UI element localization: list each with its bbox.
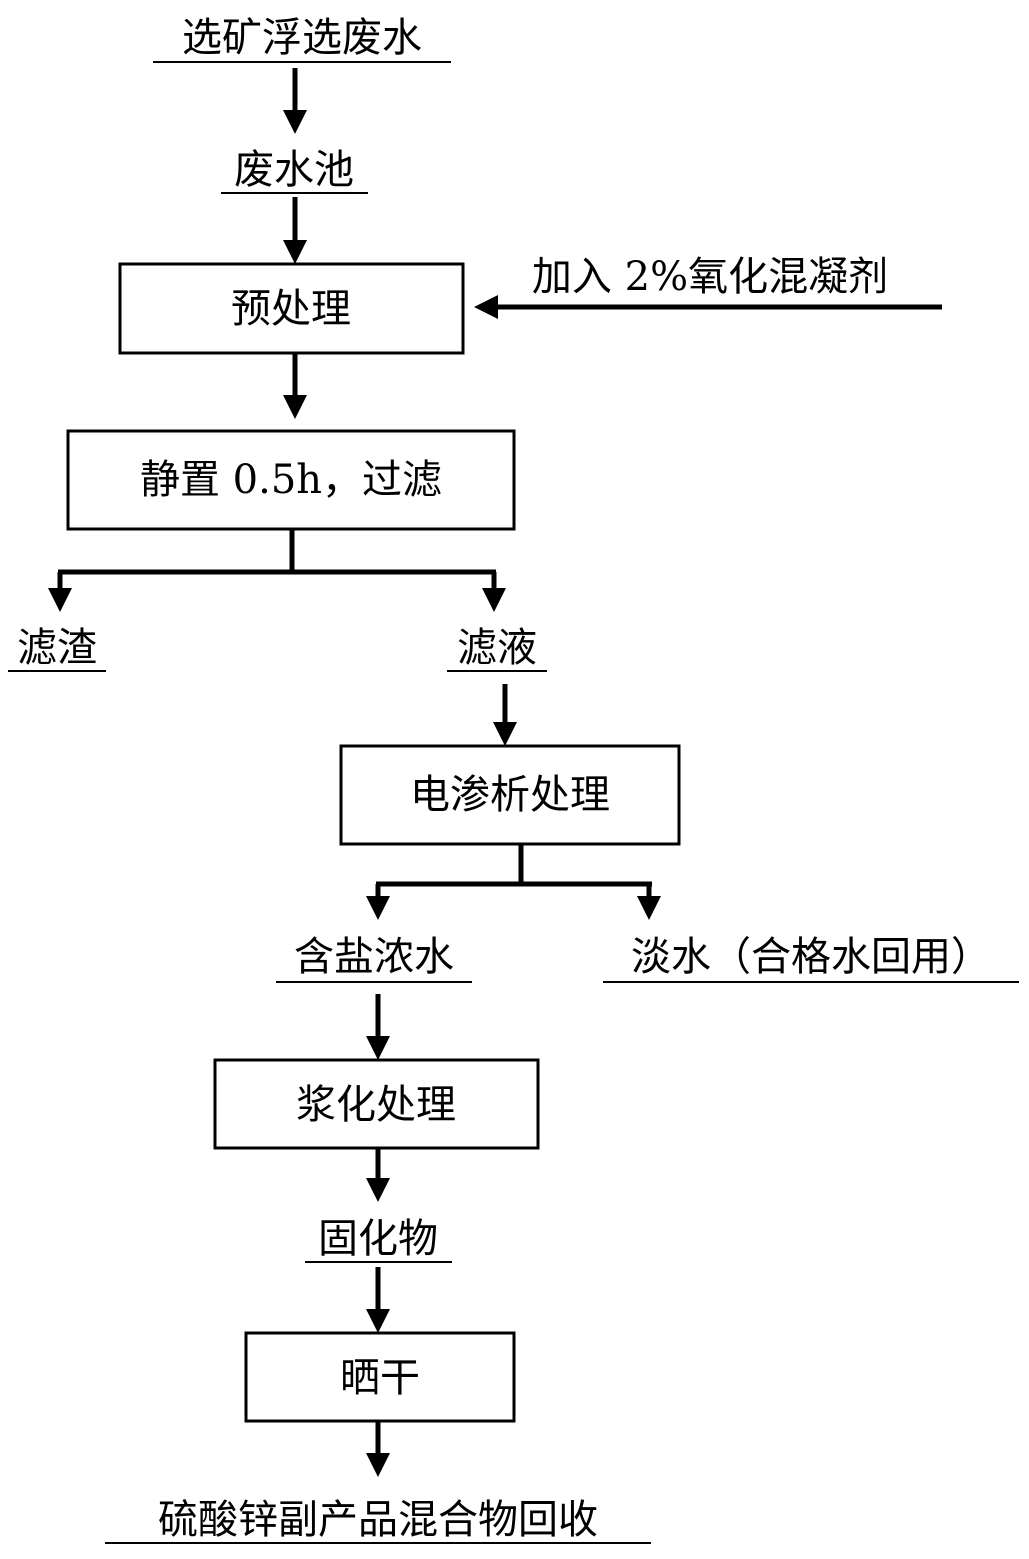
underlined-labels: 选矿浮选废水 废水池 加入 2%氧化混凝剂 滤渣 滤液 含盐浓水 淡水（合格水回… [8,15,1019,1544]
node-product: 硫酸锌副产品混合物回收 [105,1497,651,1544]
arrowhead-down [366,1309,390,1333]
box-sundry: 晒干 [244,1331,516,1423]
node-filtrate-label: 滤液 [457,625,537,671]
node-solid-label: 固化物 [318,1216,438,1262]
node-fresh: 淡水（合格水回用） [603,934,1019,983]
arrowhead-down [482,588,506,612]
node-brine: 含盐浓水 [276,934,472,983]
node-additive: 加入 2%氧化混凝剂 [532,254,888,300]
arrowhead-down [366,1178,390,1202]
arrowhead-down [366,896,390,920]
arrowhead-down [637,896,661,920]
node-brine-label: 含盐浓水 [294,934,454,980]
node-additive-label: 加入 2%氧化混凝剂 [532,254,888,300]
box-electrodialysis-label: 电渗析处理 [410,772,610,818]
box-slurry: 浆化处理 [213,1058,540,1150]
node-solid: 固化物 [305,1216,452,1263]
box-pretreat: 预处理 [118,262,465,355]
node-residue-label: 滤渣 [17,625,97,671]
node-fresh-label: 淡水（合格水回用） [631,934,991,980]
node-product-label: 硫酸锌副产品混合物回收 [158,1497,598,1543]
node-source: 选矿浮选废水 [153,15,451,63]
arrowhead-down [48,588,72,612]
arrowhead-down [283,395,307,419]
arrowhead-down [493,722,517,746]
box-sundry-label: 晒干 [340,1355,420,1401]
process-boxes: 预处理 静置 0.5h，过滤 电渗析处理 浆化处理 晒干 [66,262,681,1423]
box-electrodialysis: 电渗析处理 [339,744,681,846]
box-settle: 静置 0.5h，过滤 [66,429,516,531]
arrowhead-down [366,1453,390,1477]
node-residue: 滤渣 [8,625,106,672]
arrowhead-left [474,295,498,319]
node-pool-label: 废水池 [234,147,354,193]
arrowhead-down [366,1036,390,1060]
arrowhead-down [283,240,307,264]
node-filtrate: 滤液 [447,625,547,672]
arrowhead-down [283,110,307,134]
box-pretreat-label: 预处理 [231,286,351,332]
connectors [48,68,942,1477]
node-pool: 废水池 [221,147,368,194]
box-settle-label: 静置 0.5h，过滤 [140,457,442,503]
node-source-label: 选矿浮选废水 [182,15,422,61]
box-slurry-label: 浆化处理 [296,1082,456,1128]
